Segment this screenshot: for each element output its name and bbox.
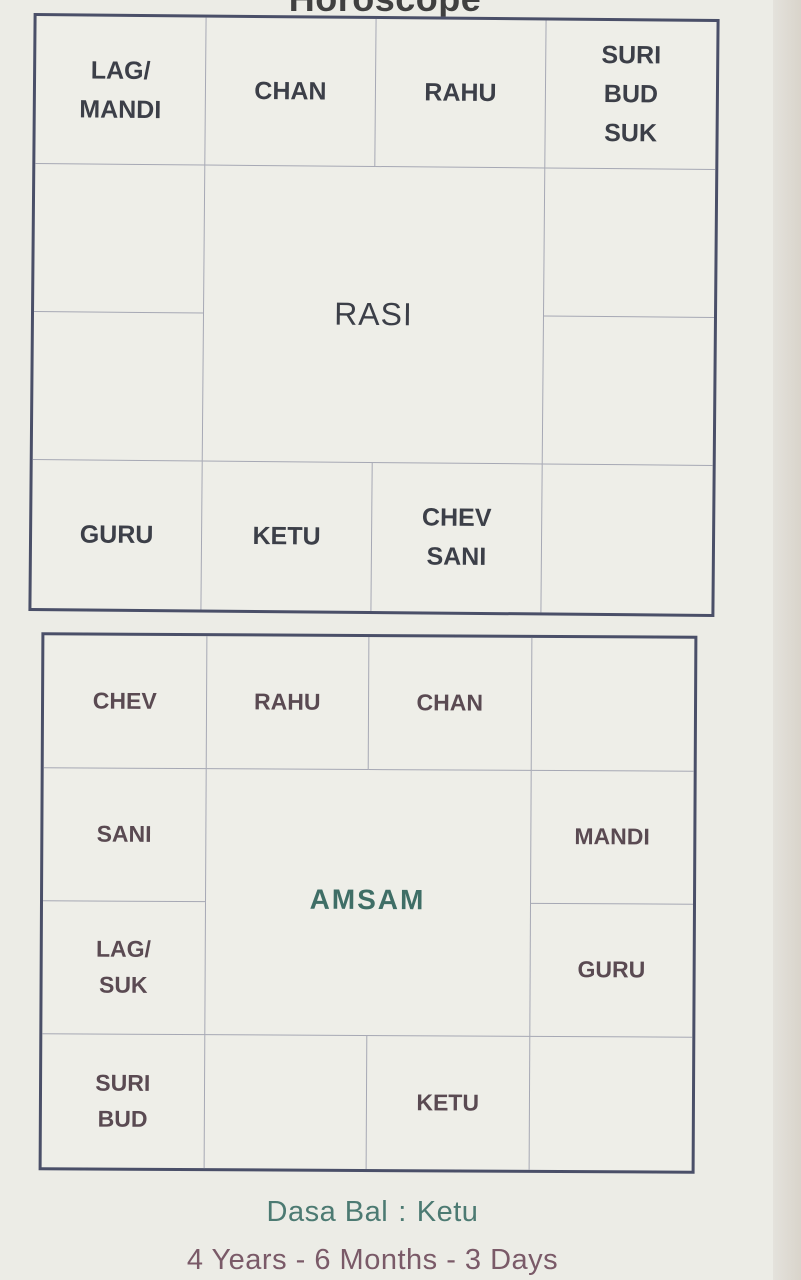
amsam-center: AMSAM	[204, 769, 532, 1037]
rasi-center: RASI	[202, 165, 546, 465]
amsam-chart: CHEV RAHU CHAN SANI AMSAM MANDI LAG/ SUK…	[38, 632, 698, 1174]
rasi-center-label: RASI	[334, 295, 414, 333]
rasi-house-4-4	[541, 464, 712, 613]
rasi-house-3-4	[542, 316, 714, 466]
rasi-house-3-1	[32, 312, 205, 462]
dasa-balance-duration: 4 Years - 6 Months - 3 Days	[186, 1244, 559, 1276]
dasa-bal-label: Dasa Bal	[266, 1196, 389, 1228]
dasa-bal-separator: :	[398, 1196, 407, 1228]
rasi-house-1-1: LAG/ MANDI	[35, 16, 207, 166]
dasa-bal-value: Ketu	[416, 1196, 479, 1228]
rasi-house-4-3: CHEV SANI	[371, 462, 543, 613]
rasi-chart: LAG/ MANDI CHAN RAHU SURI BUD SUK RASI G…	[28, 13, 720, 617]
amsam-house-2-4: MANDI	[530, 770, 694, 905]
rasi-house-4-2: KETU	[201, 461, 373, 611]
screen-edge	[773, 0, 801, 1280]
rasi-house-2-4	[543, 168, 716, 318]
amsam-house-4-4	[529, 1037, 692, 1171]
amsam-house-4-2	[204, 1035, 368, 1169]
amsam-house-4-1: SURI BUD	[41, 1034, 205, 1169]
amsam-house-1-1: CHEV	[43, 635, 207, 770]
rasi-house-1-3: RAHU	[375, 19, 547, 169]
amsam-house-2-1: SANI	[43, 768, 207, 903]
amsam-house-3-1: LAG/ SUK	[42, 901, 206, 1036]
page-title: Horoscope	[0, 0, 770, 20]
rasi-house-1-4: SURI BUD SUK	[545, 20, 717, 170]
rasi-house-2-1	[34, 164, 206, 314]
amsam-house-1-4	[531, 637, 695, 772]
amsam-house-1-2: RAHU	[206, 636, 370, 771]
rasi-house-4-1: GURU	[31, 460, 203, 610]
amsam-house-1-3: CHAN	[368, 637, 532, 771]
amsam-center-label: AMSAM	[309, 883, 426, 915]
amsam-house-4-3: KETU	[366, 1035, 530, 1170]
amsam-house-3-4: GURU	[529, 903, 693, 1038]
rasi-house-1-2: CHAN	[205, 17, 377, 168]
dasa-bal-line: Dasa Bal: Ketu	[0, 1196, 745, 1229]
